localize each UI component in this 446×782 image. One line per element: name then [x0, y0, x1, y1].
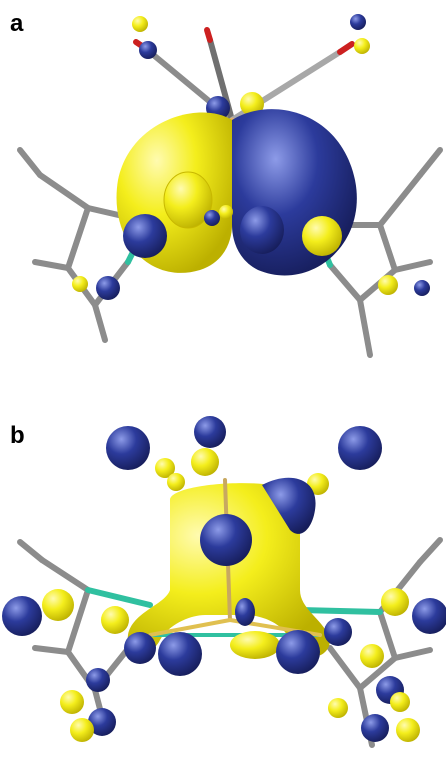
panel-b-orbital-render — [2, 416, 446, 748]
metal-center-lobe — [200, 514, 252, 566]
blue-back-lobe — [262, 477, 316, 534]
inner-lobes — [72, 171, 430, 300]
cp-ring-right-b — [297, 537, 443, 748]
panel-a: a — [0, 0, 446, 390]
panel-a-orbital-render — [17, 14, 443, 358]
surrounding-lobes — [2, 588, 446, 742]
panel-b: b — [0, 390, 446, 782]
panel-a-label: a — [10, 10, 24, 37]
carbonyl-lobes-b — [106, 416, 382, 495]
panel-b-label: b — [10, 422, 25, 449]
